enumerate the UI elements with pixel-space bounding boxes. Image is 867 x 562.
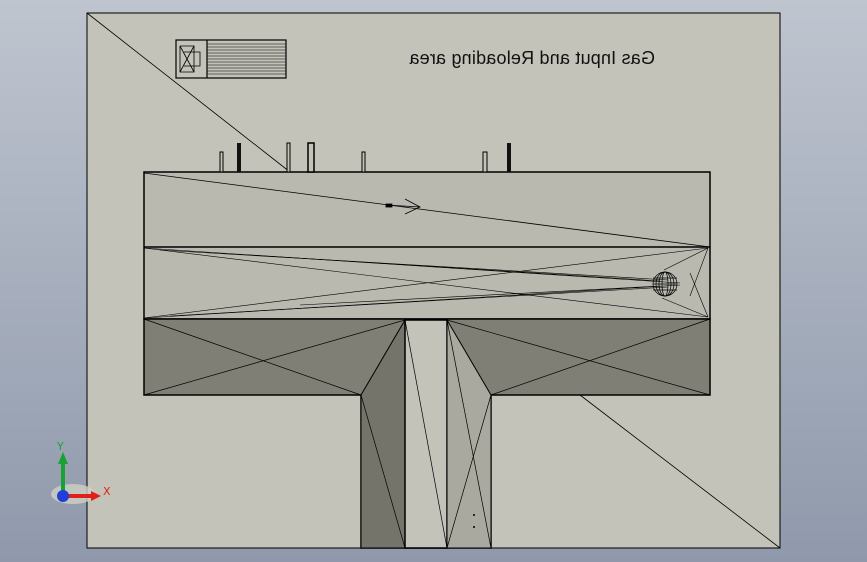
stem[interactable] [360, 318, 492, 549]
y-axis-label: Y [57, 440, 64, 453]
flow-arrow-icon [385, 198, 421, 215]
coordinate-triad: X Y [45, 440, 115, 510]
x-axis-label: X [103, 485, 111, 498]
reloading-part-icon [175, 39, 287, 79]
nozzle-cluster [652, 271, 678, 297]
sheet-diagonal-upper [86, 12, 291, 173]
area-label: Gas Input and Reloading area [409, 48, 655, 68]
sheet-diagonal-lower [579, 394, 781, 549]
triad-icon [51, 452, 101, 504]
inlet-pins [219, 142, 511, 173]
upper-chamber[interactable] [143, 171, 711, 320]
